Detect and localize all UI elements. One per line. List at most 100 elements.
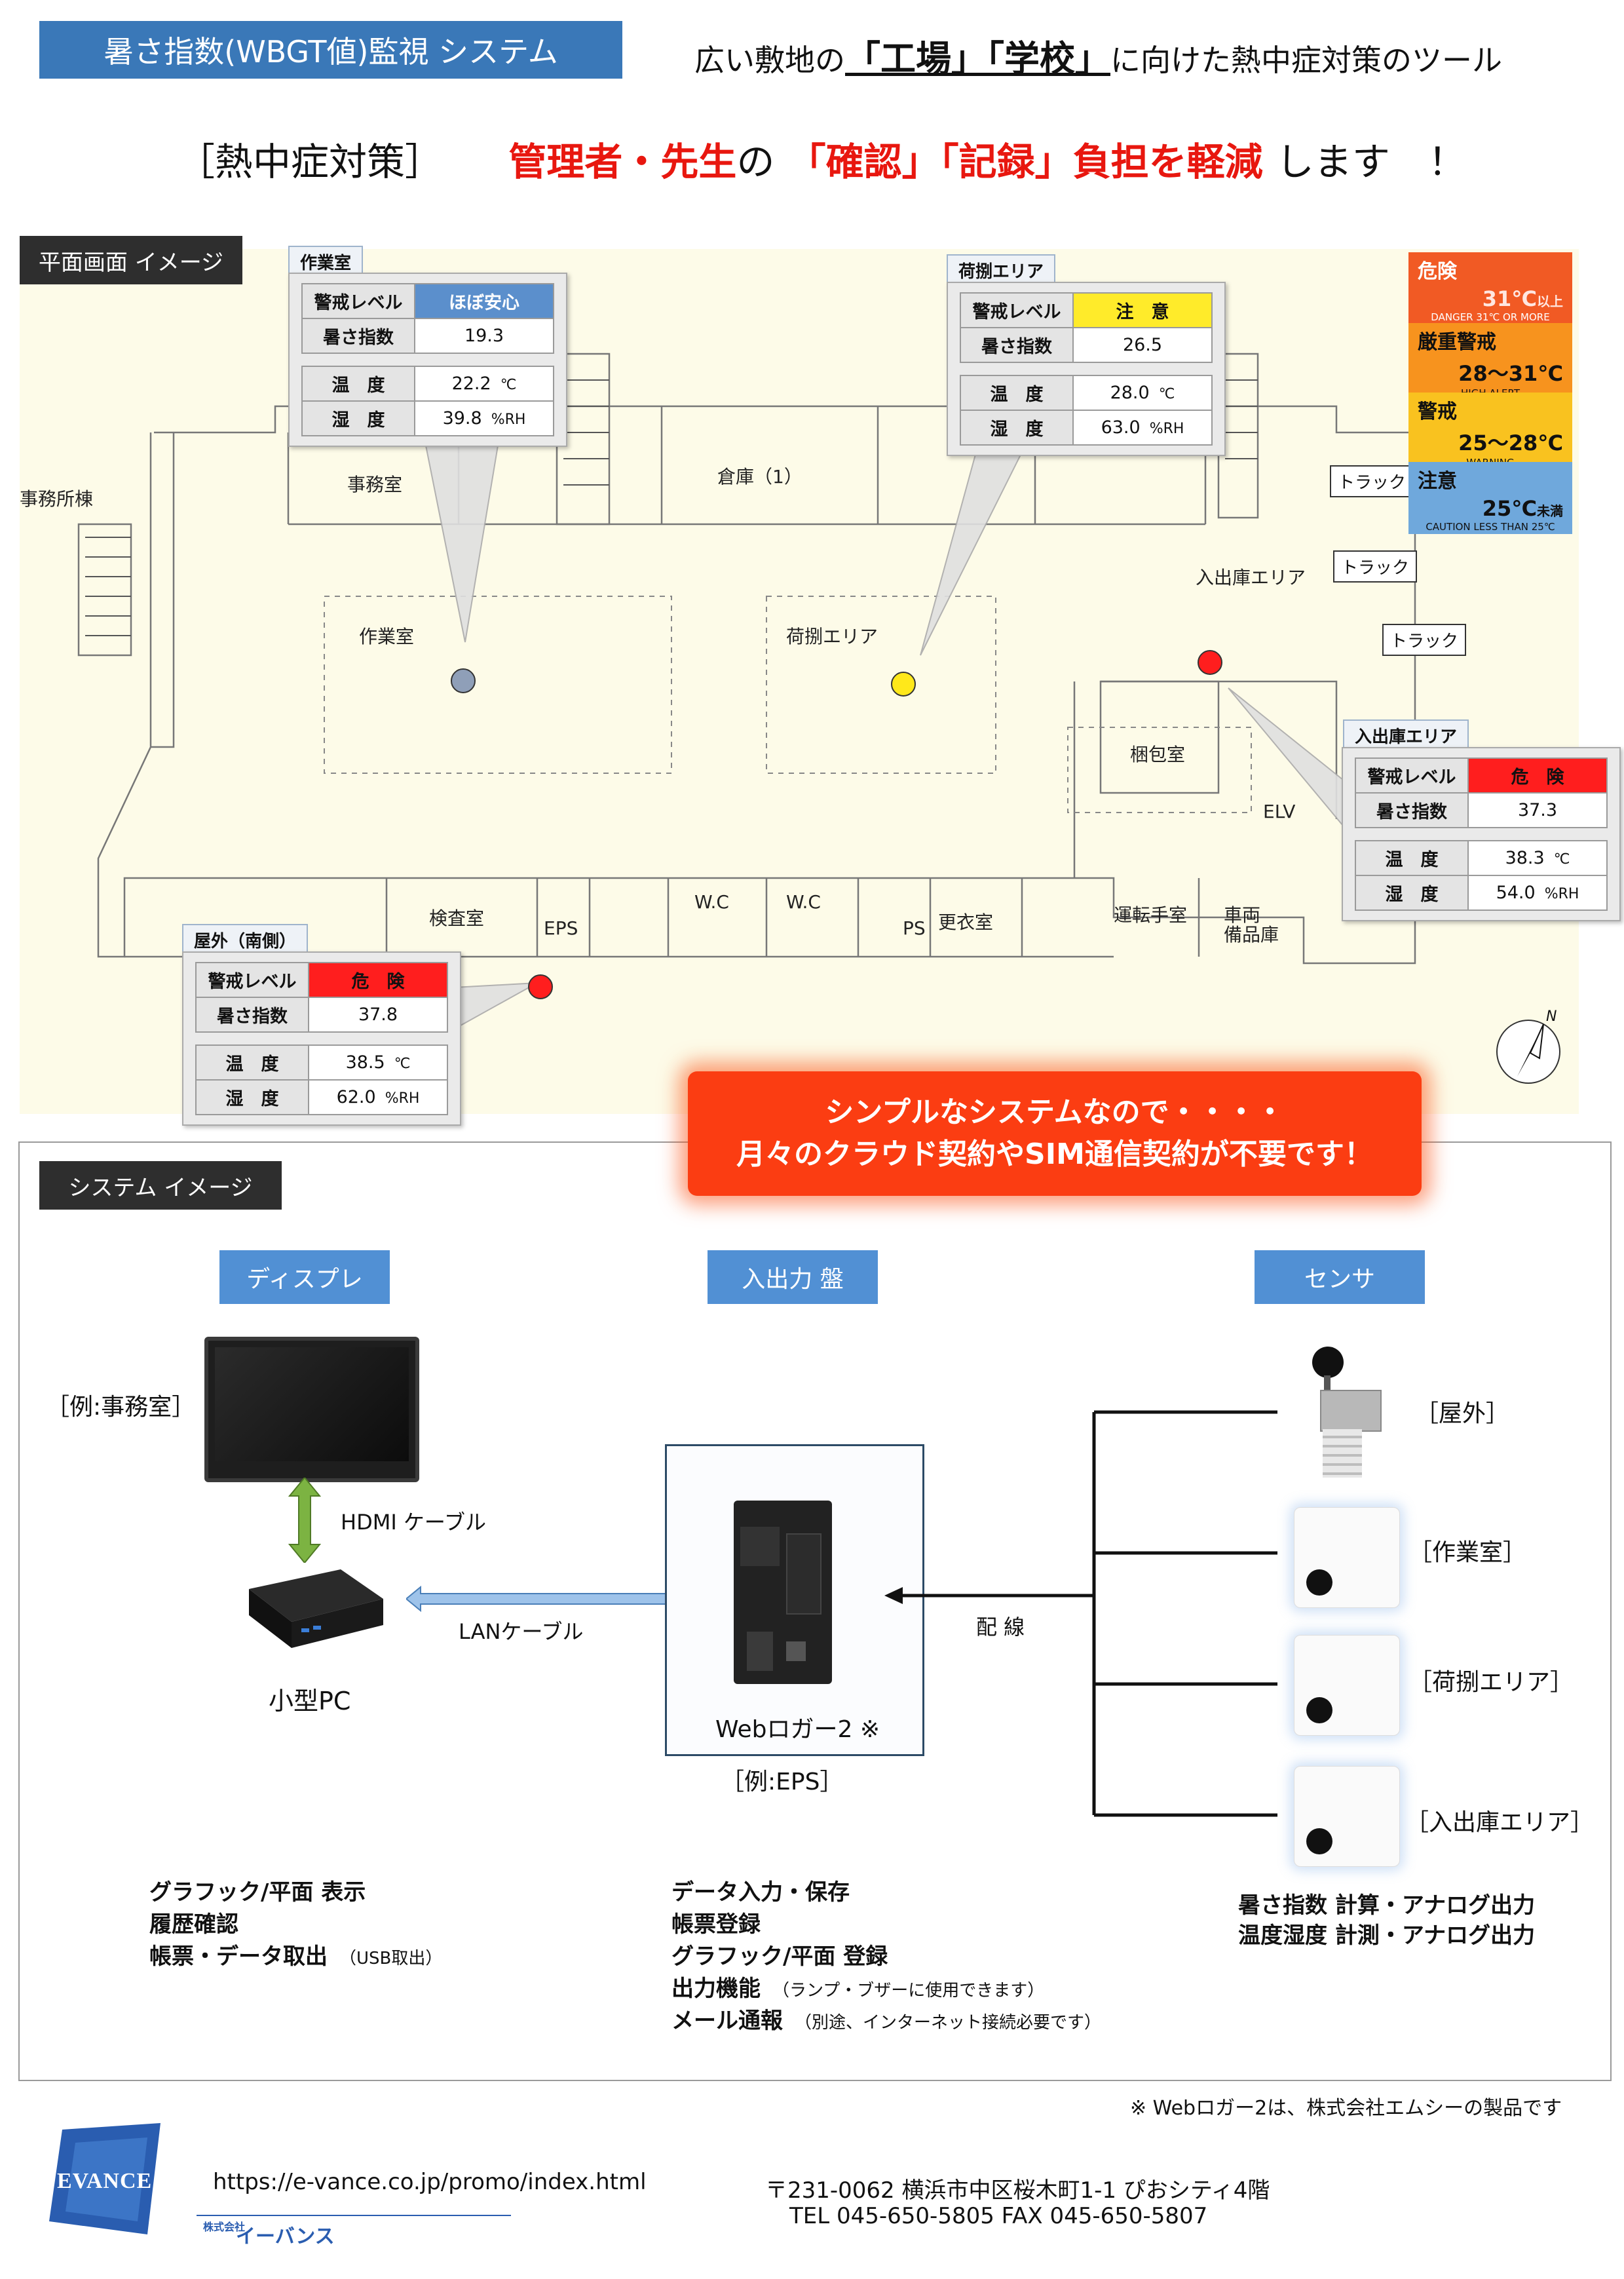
humid-unit: %RH	[1149, 421, 1184, 437]
level-value: 危 険	[1467, 757, 1608, 794]
humid-value: 63.0	[1101, 417, 1141, 438]
column-display: ディスプレ	[219, 1250, 390, 1304]
indoor-sensor-icon-workroom	[1294, 1507, 1400, 1608]
temp-label: 温 度	[960, 375, 1074, 411]
room-wc-1: W.C	[694, 891, 729, 913]
room-elv: ELV	[1263, 801, 1296, 822]
wbgt-legend: 危険 31℃以上 DANGER 31℃ OR MORE 厳重警戒 28〜31℃ …	[1408, 252, 1572, 534]
room-office: 事務室	[347, 474, 403, 495]
room-driver: 運転手室	[1114, 904, 1188, 926]
legend-warning: 警戒 25〜28℃ WARNING	[1408, 393, 1572, 469]
legend-name: 厳重警戒	[1418, 331, 1496, 354]
website-link[interactable]: https://e-vance.co.jp/promo/index.html	[213, 2169, 647, 2195]
room-packing: 梱包室	[1130, 744, 1186, 765]
column-io-panel: 入出力 盤	[708, 1250, 878, 1304]
sensor-label-workroom: ［作業室］	[1408, 1539, 1527, 1566]
room-office-building: 事務所棟	[20, 488, 94, 510]
list-item: 帳票・データ取出（USB取出）	[149, 1944, 443, 1970]
list-item: 出力機能（ランプ・ブザーに使用できます）	[671, 1976, 1045, 2002]
temp-label: 温 度	[1355, 840, 1469, 876]
legend-name: 危険	[1418, 260, 1457, 283]
list-item: データ入力・保存	[671, 1879, 850, 1906]
logo-mark-icon	[49, 2123, 161, 2234]
legend-range-sub: 未満	[1537, 503, 1563, 519]
card-title-workroom: 作業室	[288, 246, 364, 278]
list-item: 温度湿度 計測・アナログ出力	[1238, 1923, 1536, 1949]
legend-name: 警戒	[1418, 400, 1457, 423]
index-label: 暑さ指数	[960, 327, 1074, 363]
legend-range: 25℃	[1482, 496, 1537, 521]
sensor-dot-outdoor[interactable]	[528, 974, 553, 999]
humid-label: 湿 度	[960, 410, 1074, 446]
index-label: 暑さ指数	[1355, 792, 1469, 828]
sensor-wiring	[884, 1410, 1277, 1817]
temp-label: 温 度	[195, 1044, 309, 1081]
legend-caution: 注意 25℃未満 CAUTION LESS THAN 25℃	[1408, 462, 1572, 534]
level-label: 警戒レベル	[195, 962, 309, 998]
level-label: 警戒レベル	[960, 292, 1074, 328]
subtitle: 広い敷地の「工場」「学校」に向けた熱中症対策のツール	[694, 29, 1502, 81]
room-inout-area: 入出庫エリア	[1196, 567, 1306, 588]
wiring-label: 配 線	[976, 1615, 1025, 1639]
sensor-function-list: 暑さ指数 計算・アナログ出力 温度湿度 計測・アナログ出力	[1238, 1890, 1535, 1951]
sensor-dot-unloading[interactable]	[891, 672, 916, 697]
temp-value: 28.0	[1110, 383, 1150, 403]
index-value: 37.3	[1467, 792, 1608, 828]
humid-value: 39.8	[442, 408, 482, 429]
company-prefix: 株式会社	[203, 2221, 246, 2233]
level-value: 注 意	[1072, 292, 1213, 328]
headline-end: します ！	[1275, 140, 1466, 184]
io-function-list: データ入力・保存 帳票登録 グラフック/平面 登録 出力機能（ランプ・ブザーに使…	[671, 1877, 1101, 2038]
humid-label: 湿 度	[301, 400, 415, 436]
temp-value: 38.5	[345, 1052, 385, 1073]
subtitle-post: に向けた熱中症対策のツール	[1110, 43, 1502, 78]
level-value: 危 険	[308, 962, 448, 998]
humid-label: 湿 度	[1355, 875, 1469, 911]
room-storage: 備品庫	[1224, 924, 1279, 946]
level-label: 警戒レベル	[301, 283, 415, 319]
room-eps: EPS	[544, 917, 578, 939]
lan-label: LANケーブル	[459, 1619, 584, 1644]
headline-benefit: 「確認」「記録」負担を軽減	[787, 140, 1263, 184]
room-wc-2: W.C	[786, 891, 821, 913]
indoor-sensor-icon-unloading	[1294, 1635, 1400, 1736]
room-workroom: 作業室	[359, 626, 415, 647]
level-value: ほぼ安心	[414, 283, 554, 319]
temp-value: 38.3	[1505, 848, 1545, 868]
banner-line-1: シンプルなシステムなので・・・・	[825, 1096, 1285, 1129]
company-address: 〒231-0062 横浜市中区桜木町1-1 ぴおシティ4階	[765, 2177, 1270, 2204]
sensor-dot-workroom[interactable]	[451, 668, 476, 693]
room-vehicle: 車両	[1224, 904, 1261, 926]
legend-range-sub: 以上	[1537, 294, 1563, 309]
list-item: 暑さ指数 計算・アナログ出力	[1238, 1892, 1536, 1919]
temp-unit: ℃	[500, 377, 517, 393]
legend-name: 注意	[1418, 470, 1457, 493]
list-item: グラフック/平面 登録	[671, 1944, 888, 1970]
monitor-icon	[204, 1337, 419, 1482]
list-item: 帳票登録	[671, 1911, 761, 1938]
humid-value: 62.0	[336, 1087, 376, 1107]
floor-plan-tag: 平面画面 イメージ	[20, 236, 242, 284]
index-label: 暑さ指数	[301, 318, 415, 354]
display-example: ［例:事務室］	[46, 1394, 196, 1421]
headline: ［熱中症対策］ 管理者・先生の 「確認」「記録」負担を軽減 します ！	[177, 131, 1466, 186]
system-tag: システム イメージ	[39, 1161, 282, 1210]
legend-range: 25〜28℃	[1458, 431, 1563, 455]
hdmi-arrow-icon	[288, 1478, 321, 1563]
room-warehouse: 倉庫（1）	[717, 466, 803, 488]
list-item: 履歴確認	[149, 1911, 238, 1938]
company-phone-fax: TEL 045-650-5805 FAX 045-650-5807	[789, 2203, 1208, 2229]
web-logger-icon	[734, 1501, 832, 1684]
compass-north-label: N	[1546, 1008, 1557, 1025]
sensor-dot-inout[interactable]	[1198, 650, 1222, 675]
index-value: 26.5	[1072, 327, 1213, 363]
list-item: メール通報（別途、インターネット接続必要です）	[671, 2008, 1102, 2034]
card-title-outdoor: 屋外（南側）	[182, 924, 309, 956]
temp-value: 22.2	[451, 373, 491, 394]
